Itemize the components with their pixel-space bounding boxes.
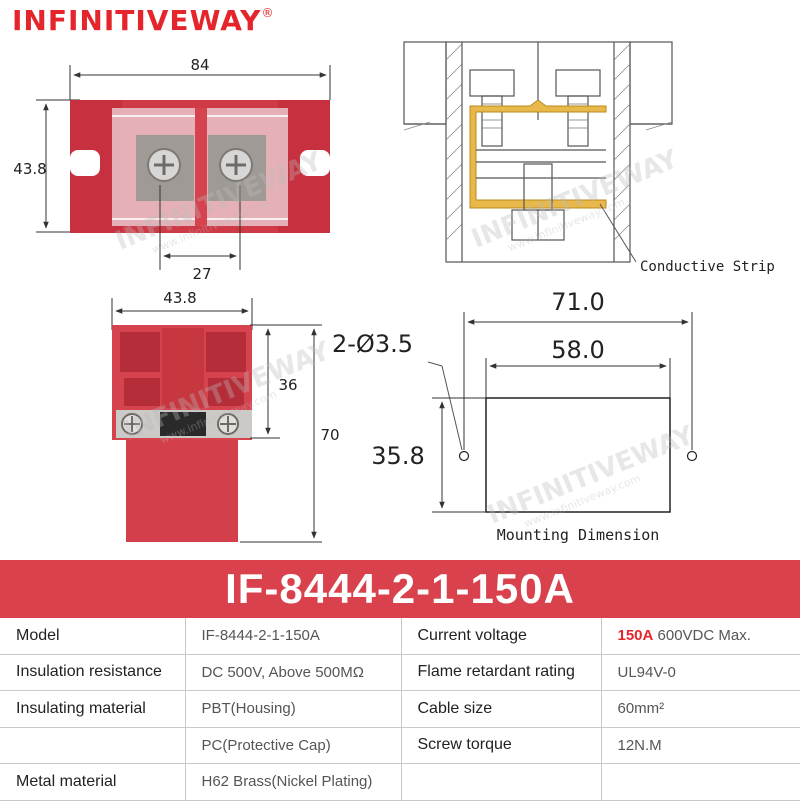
table-row: Model IF-8444-2-1-150A Current voltage 1… <box>0 618 800 655</box>
spec-key: Current voltage <box>401 618 602 655</box>
spec-value: DC 500V, Above 500MΩ <box>185 654 402 691</box>
table-row: Insulation resistance DC 500V, Above 500… <box>0 654 800 691</box>
current-rating: 150A <box>617 627 654 645</box>
spec-key: Screw torque <box>401 727 602 764</box>
dim-outer-71: 71.0 <box>551 288 604 316</box>
dim-holes: 2-Ø3.5 <box>332 330 413 358</box>
spec-value-text: 12N.M <box>617 736 662 754</box>
spec-value-text: UL94V-0 <box>617 663 676 681</box>
dim-height-70: 70 <box>320 426 339 444</box>
registered-mark: ® <box>261 6 275 20</box>
spec-key: Insulation resistance <box>0 654 186 691</box>
spec-value-text: 60mm² <box>617 700 665 718</box>
technical-drawings: 84 43.8 27 <box>13 41 775 544</box>
mounting-caption: Mounting Dimension <box>497 526 660 544</box>
spec-key <box>0 727 186 764</box>
table-row: Insulating material PBT(Housing) Cable s… <box>0 690 800 728</box>
dim-pitch-27: 27 <box>192 265 211 283</box>
table-row: PC(Protective Cap) Screw torque 12N.M <box>0 727 800 764</box>
spec-key: Flame retardant rating <box>401 654 602 691</box>
spec-key: Model <box>0 618 186 655</box>
spec-key: Cable size <box>401 690 602 728</box>
spec-value: UL94V-0 <box>601 654 800 691</box>
spec-value <box>601 763 800 801</box>
dim-inner-58: 58.0 <box>551 336 604 364</box>
top-view-photo: 84 43.8 27 <box>13 56 331 283</box>
model-banner: IF-8444-2-1-150A <box>0 560 800 618</box>
mounting-dimension-drawing: 71.0 58.0 2-Ø3.5 35.8 Mounting Dimension <box>332 288 698 544</box>
spec-value: IF-8444-2-1-150A <box>185 618 402 655</box>
mounting-hole-left <box>458 450 470 462</box>
mounting-hole-right <box>686 450 698 462</box>
dim-height-43-8: 43.8 <box>13 160 46 178</box>
watermark-logo: INFINITIVEWAY <box>467 144 683 255</box>
brand-logo: INFINITIVEWAY® <box>12 4 274 37</box>
spec-value: PBT(Housing) <box>185 690 402 728</box>
watermark-logo: INFINITIVEWAY <box>483 420 699 531</box>
spec-key: Insulating material <box>0 690 186 728</box>
dim-height-35-8: 35.8 <box>371 442 424 470</box>
model-title: IF-8444-2-1-150A <box>225 565 575 612</box>
spec-table: Model IF-8444-2-1-150A Current voltage 1… <box>0 618 800 801</box>
mounting-outline <box>485 397 671 513</box>
conductive-strip-label: Conductive Strip <box>640 259 775 275</box>
spec-value: 60mm² <box>601 690 800 728</box>
brand-name: INFINITIVEWAY <box>12 4 262 37</box>
dim-width-43-8: 43.8 <box>163 289 196 307</box>
spec-value: H62 Brass(Nickel Plating) <box>185 763 402 801</box>
spec-key <box>401 763 602 801</box>
spec-value: 150A 600VDC Max. <box>601 618 800 655</box>
dim-width-84: 84 <box>190 56 209 74</box>
voltage-rating: 600VDC Max. <box>653 627 751 645</box>
side-view-photo: 43.8 36 70 <box>111 289 340 543</box>
table-row: Metal material H62 Brass(Nickel Plating) <box>0 763 800 801</box>
spec-value: 12N.M <box>601 727 800 764</box>
spec-value: PC(Protective Cap) <box>185 727 402 764</box>
section-view-drawing: Conductive Strip <box>403 41 775 275</box>
dim-inner-height-36: 36 <box>278 376 297 394</box>
spec-key: Metal material <box>0 763 186 801</box>
